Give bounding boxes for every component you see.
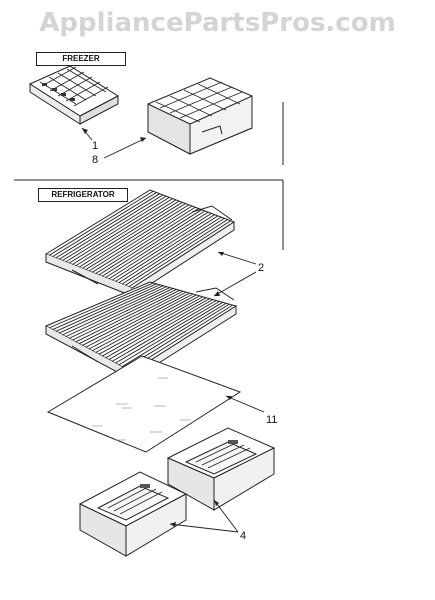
shelf-wire-bar: [125, 219, 228, 286]
shelf-wire-bar: [105, 298, 210, 359]
shelf-wire-bar: [82, 291, 187, 346]
shelf-wire-bar: [105, 211, 209, 278]
callout-ice-tray: 1: [92, 140, 99, 152]
leader-shelf-lower: [213, 271, 257, 297]
callout-ice-bin-rack: 8: [92, 154, 99, 166]
shelf-wire-bar: [85, 292, 190, 348]
shelf-wire-bar: [59, 285, 164, 334]
shelf-wire-bar: [118, 216, 222, 284]
right-crisper-illustration: [166, 427, 276, 511]
shelf-wire-bar: [111, 214, 215, 281]
leader-crisper-right: [213, 499, 239, 533]
shelf-wire-bar: [85, 204, 190, 271]
shelf-wire-bar: [49, 282, 154, 329]
shelf-wire-bar: [65, 197, 170, 263]
shelf-wire-bar: [78, 201, 183, 268]
shelf-wire-bar: [49, 190, 154, 256]
shelf-wire-bar: [72, 288, 177, 341]
shelf-wire-bar: [101, 210, 206, 277]
shelf-wire-bar: [75, 200, 180, 267]
shelf-wire-bar: [111, 300, 217, 362]
shelf-wire-bar: [72, 199, 177, 265]
watermark-text: AppliancePartsPros.com: [39, 8, 396, 38]
shelf-wire-bar: [62, 286, 167, 336]
shelf-wire-bar: [118, 301, 224, 366]
shelf-wire-bar: [68, 198, 173, 264]
shelf-wire-bar: [108, 213, 212, 280]
shelf-wire-bar: [58, 194, 164, 260]
callout-glass-cover: 11: [266, 414, 278, 426]
callout-crispers: 4: [240, 530, 247, 542]
shelf-wire-bar: [75, 289, 180, 343]
upper-shelf-illustration: [44, 189, 236, 297]
shelf-wire-bar: [92, 206, 196, 273]
shelf-wire-bar: [62, 195, 167, 261]
shelf-wire-bar: [95, 295, 200, 353]
leader-ice-bin: [103, 137, 147, 159]
shelf-wire-bar: [52, 192, 157, 257]
shelf-wire-bar: [108, 299, 214, 361]
shelf-wire-bar: [95, 208, 199, 274]
refrigerator-section-label: REFRIGERATOR: [38, 188, 128, 202]
shelf-wire-bar: [88, 293, 194, 350]
ice-tray-illustration: [28, 65, 120, 125]
callout-shelves: 2: [258, 262, 265, 274]
shelf-wire-bar: [78, 290, 184, 345]
shelf-wire-bar: [98, 209, 202, 276]
leader-lines: [81, 127, 265, 533]
shelf-wire-bar: [121, 217, 225, 285]
leader-arrowheads: [82, 128, 232, 527]
shelf-wire-bar: [115, 215, 219, 282]
shelf-wire-bar: [52, 283, 157, 330]
shelf-wire-bar: [55, 193, 160, 259]
leader-glass: [225, 395, 265, 413]
shelf-wire-bar: [82, 203, 186, 269]
shelf-wire-bar: [65, 287, 171, 338]
shelf-wire-bar: [68, 288, 174, 339]
glass-cover-illustration: [46, 355, 242, 453]
freezer-section-label: FREEZER: [36, 52, 126, 66]
ice-bin-rack-illustration: [147, 77, 253, 155]
shelf-wire-bar: [88, 205, 193, 272]
shelf-wire-bar: [55, 284, 161, 332]
shelf-wire-bar: [92, 294, 197, 352]
left-crisper-illustration: [78, 471, 188, 557]
shelf-wire-bar: [128, 220, 232, 288]
leader-shelf-upper: [217, 251, 257, 265]
shelf-wire-bar: [121, 302, 227, 368]
shelf-wire-bar: [115, 300, 220, 364]
leader-crisper-left: [169, 523, 239, 533]
shelf-wire-bar: [102, 297, 207, 357]
shelf-wire-bar: [98, 296, 204, 355]
